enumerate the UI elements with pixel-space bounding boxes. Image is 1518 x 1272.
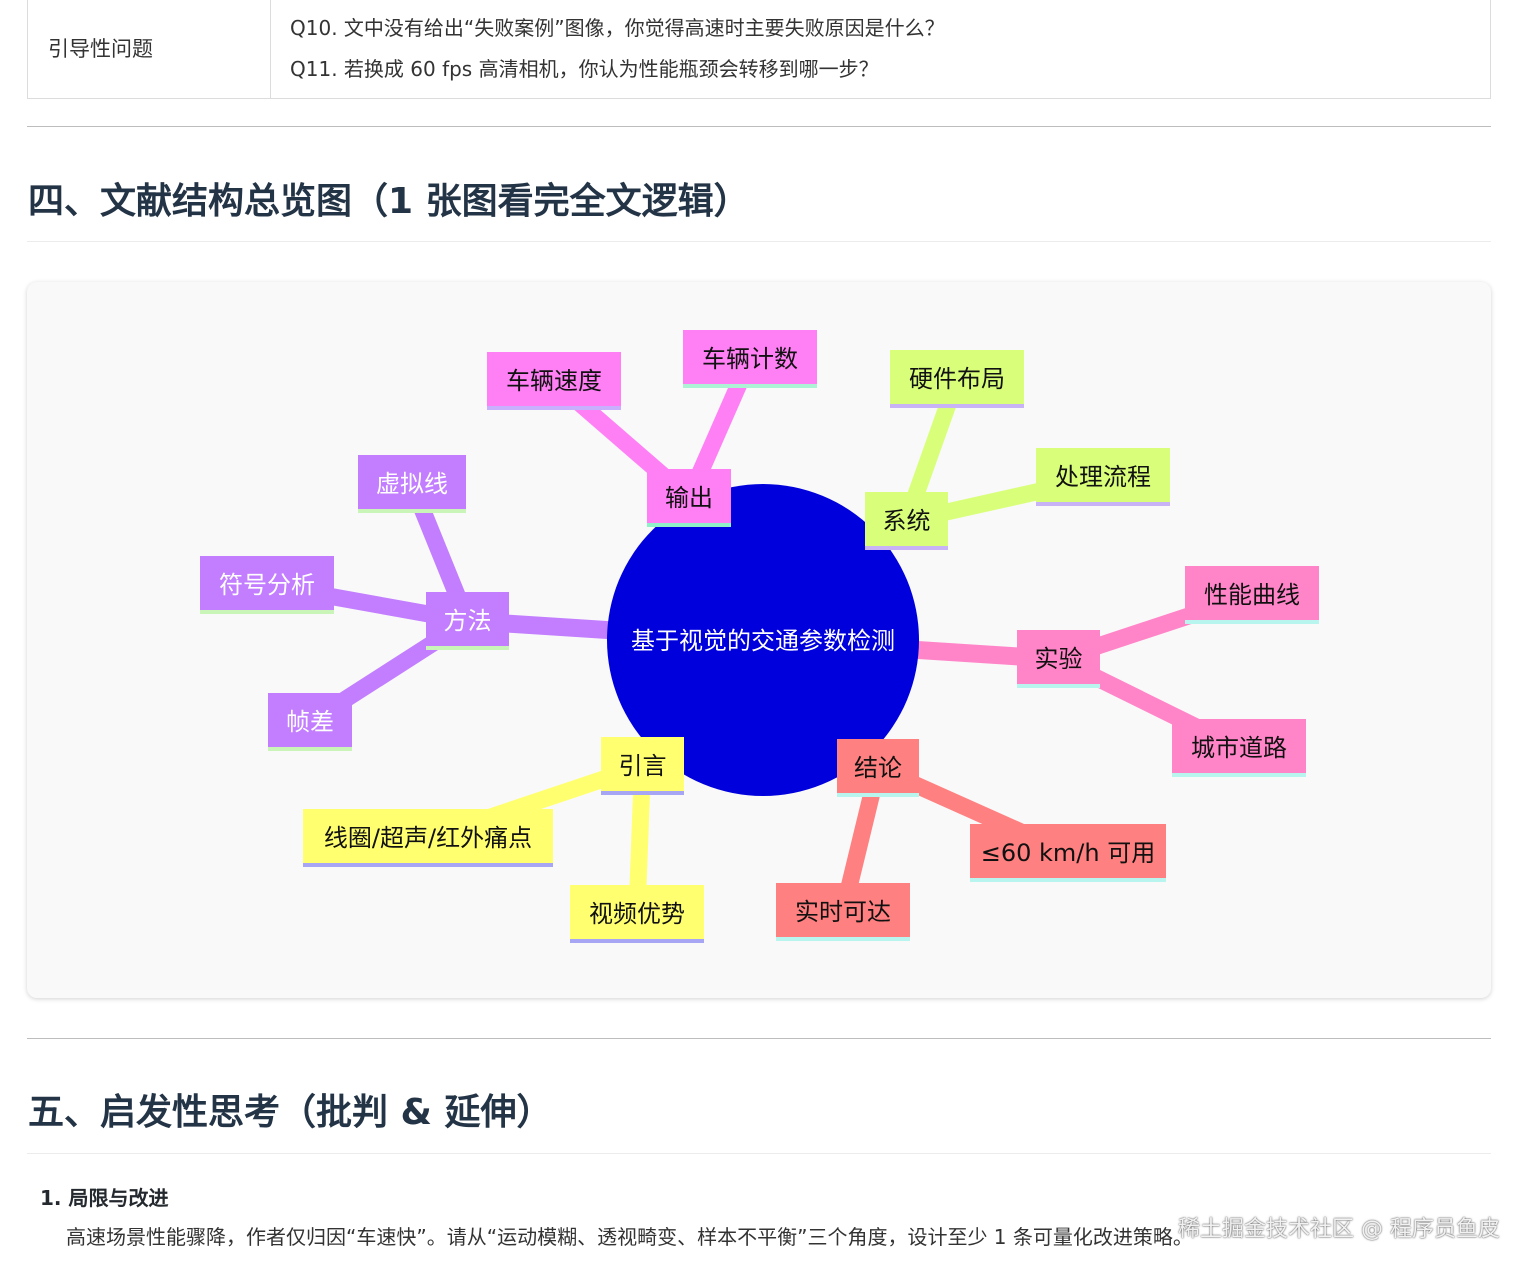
node-experiment-label: 实验 (1035, 645, 1083, 673)
node-conclusion-child-1-label: 实时可达 (795, 898, 891, 926)
node-system-child-0-label: 硬件布局 (909, 365, 1005, 393)
node-experiment-child-0-box (1185, 566, 1319, 624)
center-node-label: 基于视觉的交通参数检测 (631, 627, 895, 655)
node-intro: 引言 (601, 737, 684, 795)
node-experiment-underline (1017, 684, 1100, 688)
node-intro-child-1-box (570, 885, 704, 943)
node-conclusion: 结论 (837, 739, 919, 797)
node-conclusion-child-0: ≤60 km/h 可用 (970, 824, 1166, 882)
guiding-questions-table: 引导性问题 Q10. 文中没有给出“失败案例”图像，你觉得高速时主要失败原因是什… (27, 0, 1491, 99)
node-method-child-0-box (358, 455, 466, 513)
list-item-body: 高速场景性能骤降，作者仅归因“车速快”。请从“运动模糊、透视畸变、样本不平衡”三… (66, 1225, 1193, 1249)
node-intro-child-1-underline (570, 939, 704, 943)
node-conclusion-box (837, 739, 919, 797)
node-conclusion-child-1: 实时可达 (776, 883, 910, 941)
node-output-child-0-underline (487, 406, 621, 410)
watermark: 稀土掘金技术社区 @ 程序员鱼皮 (1178, 1217, 1500, 1242)
node-method-child-0-label: 虚拟线 (376, 470, 448, 498)
node-output-child-0: 车辆速度 (487, 352, 621, 410)
node-system-child-0-box (890, 350, 1024, 408)
node-experiment-child-1-box (1172, 719, 1306, 777)
node-experiment-box (1017, 630, 1100, 688)
node-conclusion-label: 结论 (854, 754, 902, 782)
node-method-child-0: 虚拟线 (358, 455, 466, 513)
node-system-child-1-underline (1036, 502, 1170, 506)
node-method-child-2: 帧差 (268, 693, 352, 751)
node-intro-child-0: 线圈/超声/红外痛点 (303, 809, 553, 867)
node-system: 系统 (865, 492, 948, 550)
node-experiment-child-0-underline (1185, 620, 1319, 624)
list-item-title: 1. 局限与改进 (40, 1186, 169, 1210)
node-intro-box (601, 737, 684, 795)
node-intro-underline (601, 791, 684, 795)
node-system-child-1-label: 处理流程 (1055, 463, 1151, 491)
node-experiment-child-0-label: 性能曲线 (1204, 581, 1300, 609)
node-system-child-1-box (1036, 448, 1170, 506)
table-label-cell: 引导性问题 (28, 0, 271, 98)
node-experiment-child-1: 城市道路 (1172, 719, 1306, 777)
node-system-underline (865, 546, 948, 550)
node-intro-child-1: 视频优势 (570, 885, 704, 943)
node-method-child-2-label: 帧差 (286, 708, 334, 736)
node-intro-child-0-underline (303, 863, 553, 867)
section-divider (27, 126, 1491, 127)
node-intro-child-0-box (303, 809, 553, 867)
node-method-label: 方法 (444, 607, 492, 635)
center-node-circle (607, 484, 919, 796)
question-q10: Q10. 文中没有给出“失败案例”图像，你觉得高速时主要失败原因是什么？ (290, 16, 945, 40)
node-system-child-1: 处理流程 (1036, 448, 1170, 506)
node-conclusion-child-1-underline (776, 937, 910, 941)
table-row-label: 引导性问题 (48, 37, 153, 61)
node-method-child-1-label: 符号分析 (219, 571, 315, 599)
node-method-child-1: 符号分析 (200, 556, 334, 614)
node-system-box (865, 492, 948, 550)
node-output: 输出 (647, 469, 731, 527)
node-method: 方法 (426, 592, 509, 650)
node-method-underline (426, 646, 509, 650)
node-output-child-0-box (487, 352, 621, 410)
node-intro-label: 引言 (619, 752, 667, 780)
node-method-child-2-box (268, 693, 352, 751)
node-method-child-1-underline (200, 610, 334, 614)
heading-underline-2 (27, 1153, 1491, 1154)
node-conclusion-child-0-box (970, 824, 1166, 882)
node-conclusion-underline (837, 793, 919, 797)
node-output-box (647, 469, 731, 527)
node-experiment-child-1-underline (1172, 773, 1306, 777)
node-experiment-child-0: 性能曲线 (1185, 566, 1319, 624)
heading-underline (27, 241, 1491, 242)
node-system-child-0: 硬件布局 (890, 350, 1024, 408)
node-output-child-1-box (683, 330, 817, 388)
node-system-label: 系统 (883, 507, 931, 535)
node-method-child-2-underline (268, 747, 352, 751)
section-5-heading: 五、启发性思考（批判 & 延伸） (28, 1092, 553, 1133)
node-experiment-child-1-label: 城市道路 (1191, 734, 1287, 762)
node-output-child-1-underline (683, 384, 817, 388)
question-q11: Q11. 若换成 60 fps 高清相机，你认为性能瓶颈会转移到哪一步？ (290, 57, 879, 81)
node-conclusion-child-0-underline (970, 878, 1166, 882)
node-output-child-1-label: 车辆计数 (702, 345, 798, 373)
section-4-heading: 四、文献结构总览图（1 张图看完全文逻辑） (28, 181, 750, 222)
node-output-child-0-label: 车辆速度 (506, 367, 602, 395)
node-output-underline (647, 523, 731, 527)
mindmap-panel: 基于视觉的交通参数检测 车辆速度 车辆计数输出 硬件布局处理流程系统 虚拟线符号分析帧… (27, 282, 1491, 998)
node-method-child-0-underline (358, 509, 466, 513)
node-experiment: 实验 (1017, 630, 1100, 688)
node-method-child-1-box (200, 556, 334, 614)
section-divider-2 (27, 1038, 1491, 1039)
node-output-child-1: 车辆计数 (683, 330, 817, 388)
node-method-box (426, 592, 509, 650)
node-intro-child-0-label: 线圈/超声/红外痛点 (324, 824, 532, 852)
node-system-child-0-underline (890, 404, 1024, 408)
node-conclusion-child-0-label: ≤60 km/h 可用 (981, 839, 1155, 867)
node-intro-child-1-label: 视频优势 (589, 900, 685, 928)
node-conclusion-child-1-box (776, 883, 910, 941)
node-output-label: 输出 (665, 484, 713, 512)
